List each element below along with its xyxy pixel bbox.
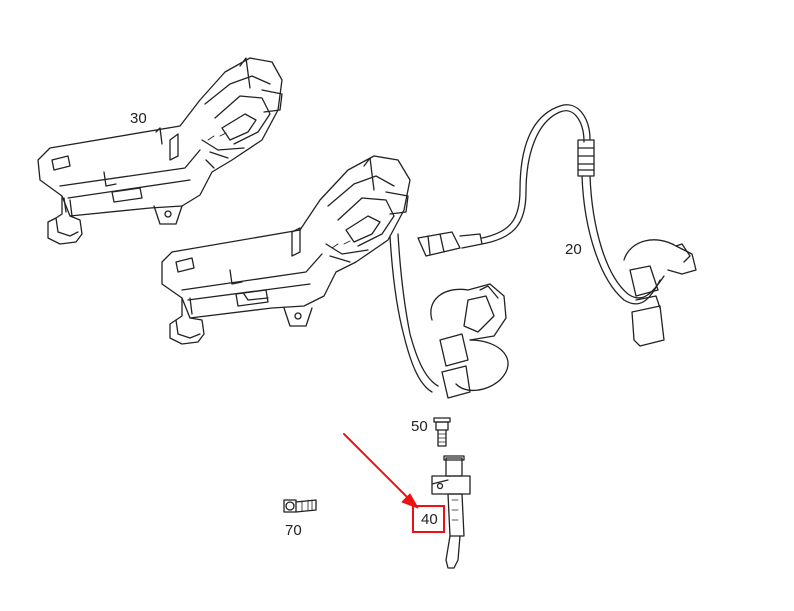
label-part-50: 50 xyxy=(411,418,428,435)
label-part-40: 40 xyxy=(421,511,438,528)
bracket-part-30 xyxy=(37,57,283,245)
label-part-70: 70 xyxy=(285,522,302,539)
bolt-part-50 xyxy=(433,417,451,447)
red-pointer-arrow xyxy=(343,433,419,509)
highlight-box-part-40 xyxy=(412,505,445,533)
wiring-harness xyxy=(389,104,697,399)
label-part-20: 20 xyxy=(565,241,582,258)
bracket-middle xyxy=(161,155,411,345)
bolt-part-70 xyxy=(283,499,317,513)
label-part-30: 30 xyxy=(130,110,147,127)
sensor-part-40 xyxy=(431,455,471,569)
